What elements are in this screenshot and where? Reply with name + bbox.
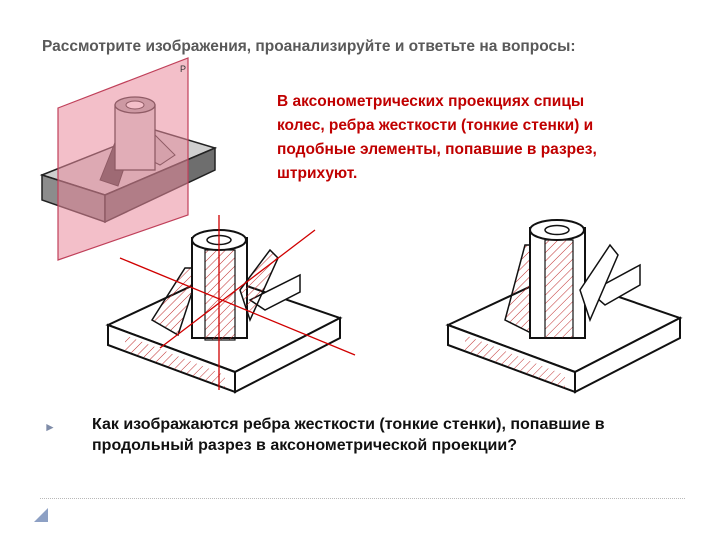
plane-label: P <box>180 64 186 74</box>
corner-triangle-icon <box>34 508 48 522</box>
hatching-rule-note: В аксонометрических проекциях спицы коле… <box>277 93 597 182</box>
section-axis-line <box>159 229 316 349</box>
footer-divider <box>40 498 685 499</box>
section-axis-line <box>119 257 356 356</box>
question-text: Как изображаются ребра жесткости (тонкие… <box>92 416 605 454</box>
triangle-bullet-icon: ► <box>44 420 56 434</box>
slide-title: Рассмотрите изображения, проанализируйте… <box>42 38 576 55</box>
section-plane <box>57 57 189 261</box>
